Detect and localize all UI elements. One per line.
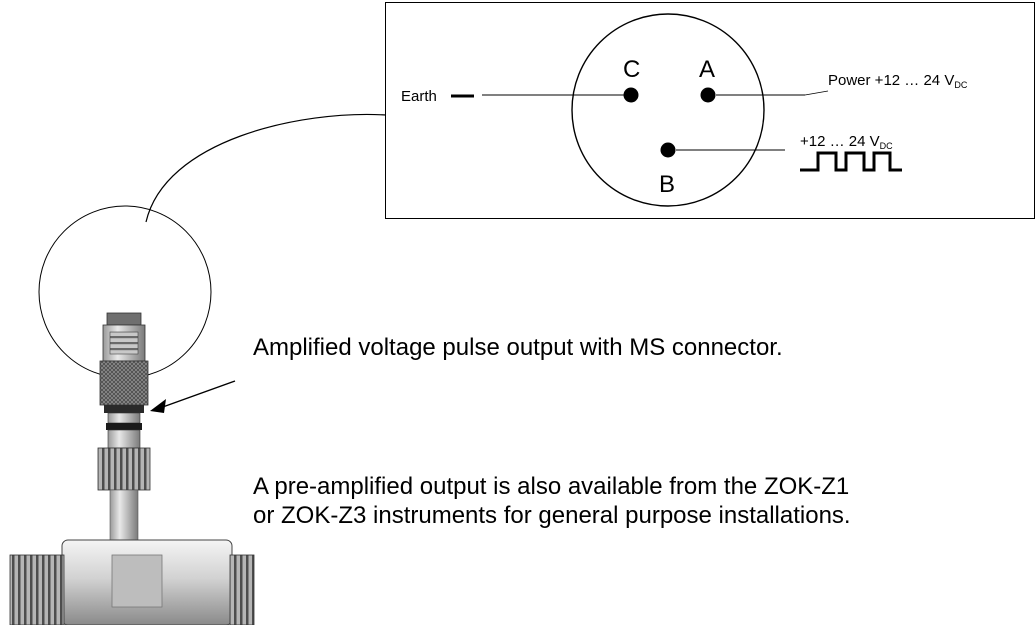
earth-label: Earth (401, 88, 437, 105)
callout-arrow (159, 380, 236, 409)
pin-b-label: B (659, 171, 675, 198)
signal-label-text: +12 … 24 V (800, 133, 880, 150)
power-label-text: Power +12 … 24 V (828, 72, 954, 89)
pinout-box (385, 2, 1035, 219)
signal-label: +12 … 24 VDC (800, 133, 893, 151)
flowmeter-sensor (9, 447, 255, 625)
pulse-waveform-icon (800, 151, 902, 172)
pin-a-label: A (699, 56, 715, 83)
power-label-subscript: DC (954, 80, 967, 90)
pin-c-label: C (623, 56, 640, 83)
description-paragraph-2: A pre-amplified output is also available… (253, 473, 851, 529)
signal-label-subscript: DC (880, 141, 893, 151)
description-paragraph-1: Amplified voltage pulse output with MS c… (253, 334, 783, 361)
ms-connector (99, 312, 149, 449)
cable (145, 113, 387, 223)
power-label: Power +12 … 24 VDC (828, 72, 968, 90)
pin-c-dot (623, 87, 639, 103)
power-label-underline (804, 90, 829, 96)
pin-a-dot (700, 87, 716, 103)
callout-arrowhead (150, 399, 166, 413)
connector-face-circle (571, 13, 765, 207)
pin-b-dot (660, 142, 676, 158)
